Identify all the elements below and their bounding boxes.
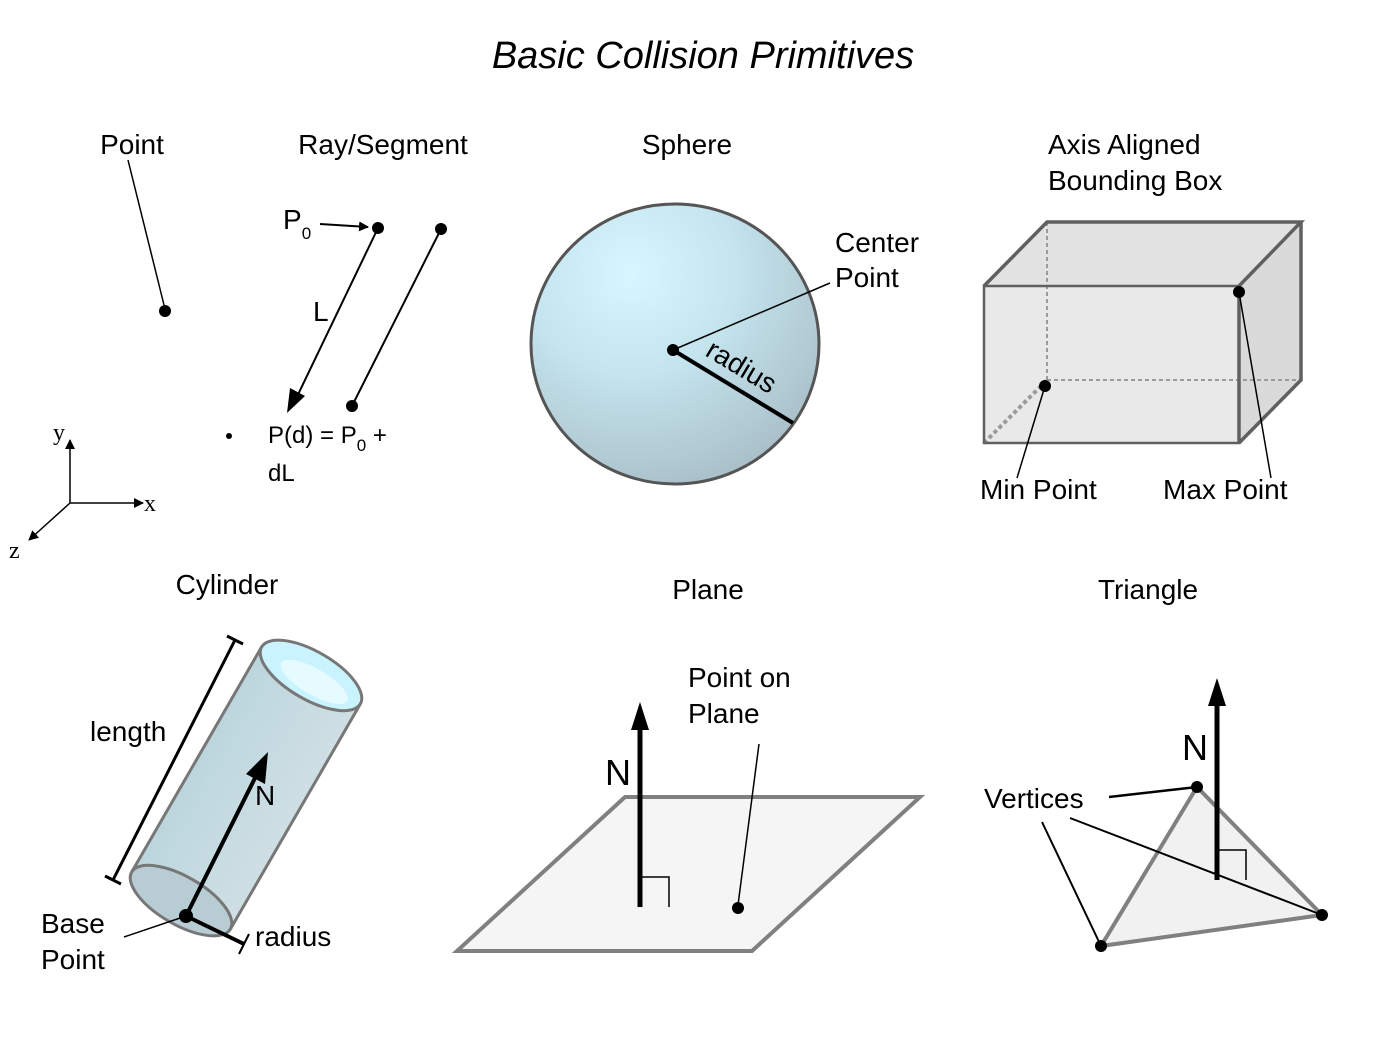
ray-line — [292, 227, 379, 406]
triangle-normal-label: N — [1182, 727, 1208, 768]
triangle-right-angle-marker — [1217, 849, 1247, 880]
point-dot — [159, 305, 171, 317]
point-panel: Point — [100, 129, 171, 317]
min-point-label: Min Point — [980, 474, 1097, 505]
center-label-line1: Center — [835, 227, 919, 258]
cylinder-radius-line — [185, 914, 245, 946]
center-label-line2: Point — [835, 262, 899, 293]
length-tick-bottom — [104, 874, 122, 886]
max-point-label: Max Point — [1163, 474, 1288, 505]
ray-equation-line1: P(d) = P0 + — [268, 422, 387, 455]
sphere-radius-line — [671, 348, 795, 425]
triangle-panel: Triangle N Vertices — [984, 574, 1328, 952]
vertices-label: Vertices — [984, 783, 1084, 814]
point-heading: Point — [100, 129, 164, 160]
aabb-heading-line2: Bounding Box — [1048, 165, 1222, 196]
cylinder-length-label: length — [90, 716, 166, 747]
sphere-shape — [529, 202, 821, 486]
aabb-top-face — [984, 222, 1301, 286]
cylinder-normal-line — [184, 771, 260, 917]
diagram-title: Basic Collision Primitives — [492, 35, 914, 77]
coordinate-axes: y x z — [9, 420, 156, 564]
aabb-panel: Axis Aligned Bounding Box Min Point Max … — [980, 129, 1306, 505]
base-point-label-line1: Base — [41, 908, 105, 939]
ray-equation-line2: dL — [268, 460, 295, 487]
segment-line — [351, 228, 442, 407]
triangle-normal-arrowhead — [1208, 678, 1226, 706]
ray-segment-panel: Ray/Segment P0 L P(d) = P0 + dL — [226, 129, 468, 487]
ray-direction-label: L — [313, 296, 329, 327]
sphere-center-dot — [667, 344, 679, 356]
triangle-vertex-top — [1191, 781, 1203, 793]
z-axis-arrow — [28, 502, 71, 541]
base-point-leader — [123, 915, 187, 938]
cylinder-normal-arrowhead — [246, 752, 268, 784]
vertex-leader-right — [1069, 817, 1323, 916]
cylinder-radius-label: radius — [255, 921, 331, 952]
y-axis-label: y — [53, 420, 65, 446]
cylinder-heading: Cylinder — [176, 569, 279, 600]
point-on-plane-leader — [737, 743, 760, 906]
min-point-leader — [1016, 385, 1046, 479]
equation-bullet — [226, 433, 232, 439]
plane-right-angle-marker — [640, 876, 670, 907]
point-on-plane-dot — [732, 902, 744, 914]
vertex-leader-top — [1108, 785, 1198, 799]
point-on-plane-line2: Plane — [688, 698, 760, 729]
aabb-edges — [982, 220, 1306, 445]
segment-start-dot — [346, 400, 358, 412]
p0-label: P0 — [283, 204, 311, 243]
x-axis-label: x — [144, 491, 156, 517]
ray-segment-heading: Ray/Segment — [298, 129, 468, 160]
point-leader-line — [127, 159, 166, 310]
aabb-heading-line1: Axis Aligned — [1048, 129, 1201, 160]
center-leader-line — [672, 282, 831, 351]
triangle-vertex-left — [1095, 940, 1107, 952]
aabb-hidden-edges — [982, 222, 1301, 445]
ray-arrowhead — [287, 388, 305, 413]
point-on-plane-line1: Point on — [688, 662, 791, 693]
sphere-heading: Sphere — [642, 129, 732, 160]
base-point-label-line2: Point — [41, 944, 105, 975]
cylinder-normal-label: N — [255, 780, 275, 811]
plane-normal-arrowhead — [631, 702, 649, 730]
cylinder-radius-tick — [238, 933, 250, 955]
plane-panel: Plane N Point on Plane — [451, 574, 926, 953]
aabb-front-face — [984, 286, 1239, 443]
plane-shape — [451, 795, 926, 953]
triangle-heading: Triangle — [1098, 574, 1198, 605]
base-point-dot — [179, 909, 193, 923]
p0-pointer-arrow — [319, 221, 369, 232]
plane-normal-label: N — [605, 752, 631, 793]
triangle-shape — [1097, 783, 1327, 949]
cylinder-shape — [128, 638, 364, 938]
vertex-leader-left — [1041, 821, 1102, 947]
plane-heading: Plane — [672, 574, 744, 605]
aabb-side-face — [1239, 222, 1301, 443]
cylinder-panel: Cylinder length N Base Point radius — [41, 569, 364, 975]
z-axis-label: z — [9, 538, 20, 564]
length-dimension-line — [111, 639, 237, 881]
sphere-panel: Sphere Center Point radius — [529, 129, 919, 486]
length-tick-top — [226, 634, 244, 646]
triangle-vertex-right — [1316, 909, 1328, 921]
max-point-leader — [1238, 291, 1272, 479]
